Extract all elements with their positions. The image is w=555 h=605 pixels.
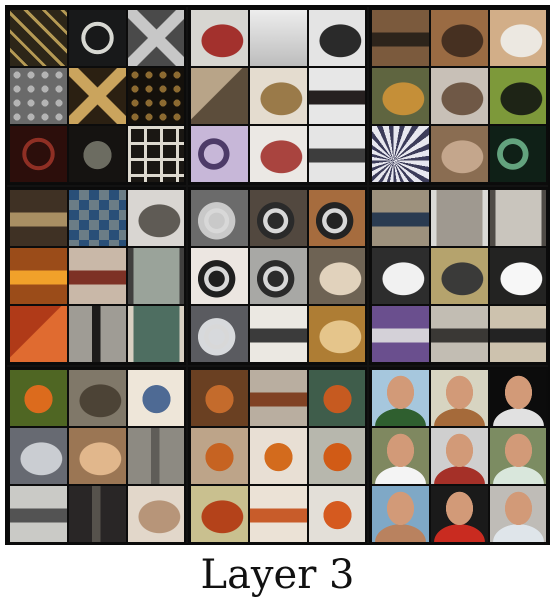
image-patch (249, 9, 308, 67)
image-patch (430, 305, 489, 363)
image-patch (308, 369, 365, 427)
image-patch (249, 485, 308, 543)
image-patch (249, 125, 308, 183)
image-patch (308, 485, 365, 543)
image-patch (127, 485, 184, 543)
visualization-mosaic (5, 5, 550, 545)
image-patch (371, 305, 430, 363)
image-patch (430, 369, 489, 427)
image-patch (430, 189, 489, 247)
image-patch (190, 9, 249, 67)
image-patch (9, 9, 68, 67)
group-car-wheels (188, 187, 367, 365)
image-patch (68, 369, 127, 427)
image-patch (308, 247, 365, 305)
image-patch (489, 369, 546, 427)
image-patch (190, 189, 249, 247)
image-patch (430, 9, 489, 67)
image-patch (68, 485, 127, 543)
image-patch (489, 189, 546, 247)
image-patch (68, 305, 127, 363)
image-patch (68, 9, 127, 67)
image-patch (489, 427, 546, 485)
image-patch (308, 9, 365, 67)
image-patch (371, 247, 430, 305)
image-patch (430, 485, 489, 543)
image-patch (68, 189, 127, 247)
image-patch (190, 485, 249, 543)
group-hands-and-legs (188, 7, 367, 185)
group-birds-and-flowers (369, 7, 548, 185)
image-patch (371, 67, 430, 125)
image-patch (68, 247, 127, 305)
image-patch (489, 67, 546, 125)
image-patch (190, 247, 249, 305)
image-patch (430, 247, 489, 305)
image-patch (249, 305, 308, 363)
image-patch (9, 305, 68, 363)
image-patch (68, 67, 127, 125)
image-patch (489, 485, 546, 543)
image-patch (127, 125, 184, 183)
image-patch (190, 67, 249, 125)
image-patch (9, 247, 68, 305)
group-poles-and-bars (7, 187, 186, 365)
image-patch (371, 369, 430, 427)
image-patch (371, 485, 430, 543)
image-patch (9, 427, 68, 485)
image-patch (9, 67, 68, 125)
image-patch (68, 125, 127, 183)
image-patch (127, 189, 184, 247)
image-patch (489, 125, 546, 183)
image-patch (9, 485, 68, 543)
image-patch (127, 427, 184, 485)
image-patch (249, 427, 308, 485)
image-patch (9, 369, 68, 427)
image-patch (190, 305, 249, 363)
image-patch (127, 247, 184, 305)
image-patch (249, 247, 308, 305)
image-patch (371, 125, 430, 183)
image-patch (371, 189, 430, 247)
image-patch (9, 125, 68, 183)
image-patch (371, 427, 430, 485)
image-patch (308, 189, 365, 247)
image-patch (308, 125, 365, 183)
image-patch (489, 247, 546, 305)
image-patch (371, 9, 430, 67)
image-patch (127, 9, 184, 67)
image-patch (249, 189, 308, 247)
image-patch (190, 427, 249, 485)
image-patch (127, 369, 184, 427)
group-round-objects (7, 367, 186, 545)
group-vehicles (369, 187, 548, 365)
image-patch (430, 125, 489, 183)
image-patch (9, 189, 68, 247)
group-pumpkins-and-orange (188, 367, 367, 545)
image-patch (430, 427, 489, 485)
group-lattice-textures (7, 7, 186, 185)
group-faces (369, 367, 548, 545)
image-patch (489, 9, 546, 67)
image-patch (308, 427, 365, 485)
image-patch (430, 67, 489, 125)
image-patch (190, 369, 249, 427)
image-patch (249, 369, 308, 427)
image-patch (489, 305, 546, 363)
image-patch (127, 305, 184, 363)
image-patch (308, 305, 365, 363)
image-patch (127, 67, 184, 125)
image-patch (249, 67, 308, 125)
image-patch (190, 125, 249, 183)
image-patch (308, 67, 365, 125)
image-patch (68, 427, 127, 485)
figure-caption: Layer 3 (200, 552, 355, 598)
